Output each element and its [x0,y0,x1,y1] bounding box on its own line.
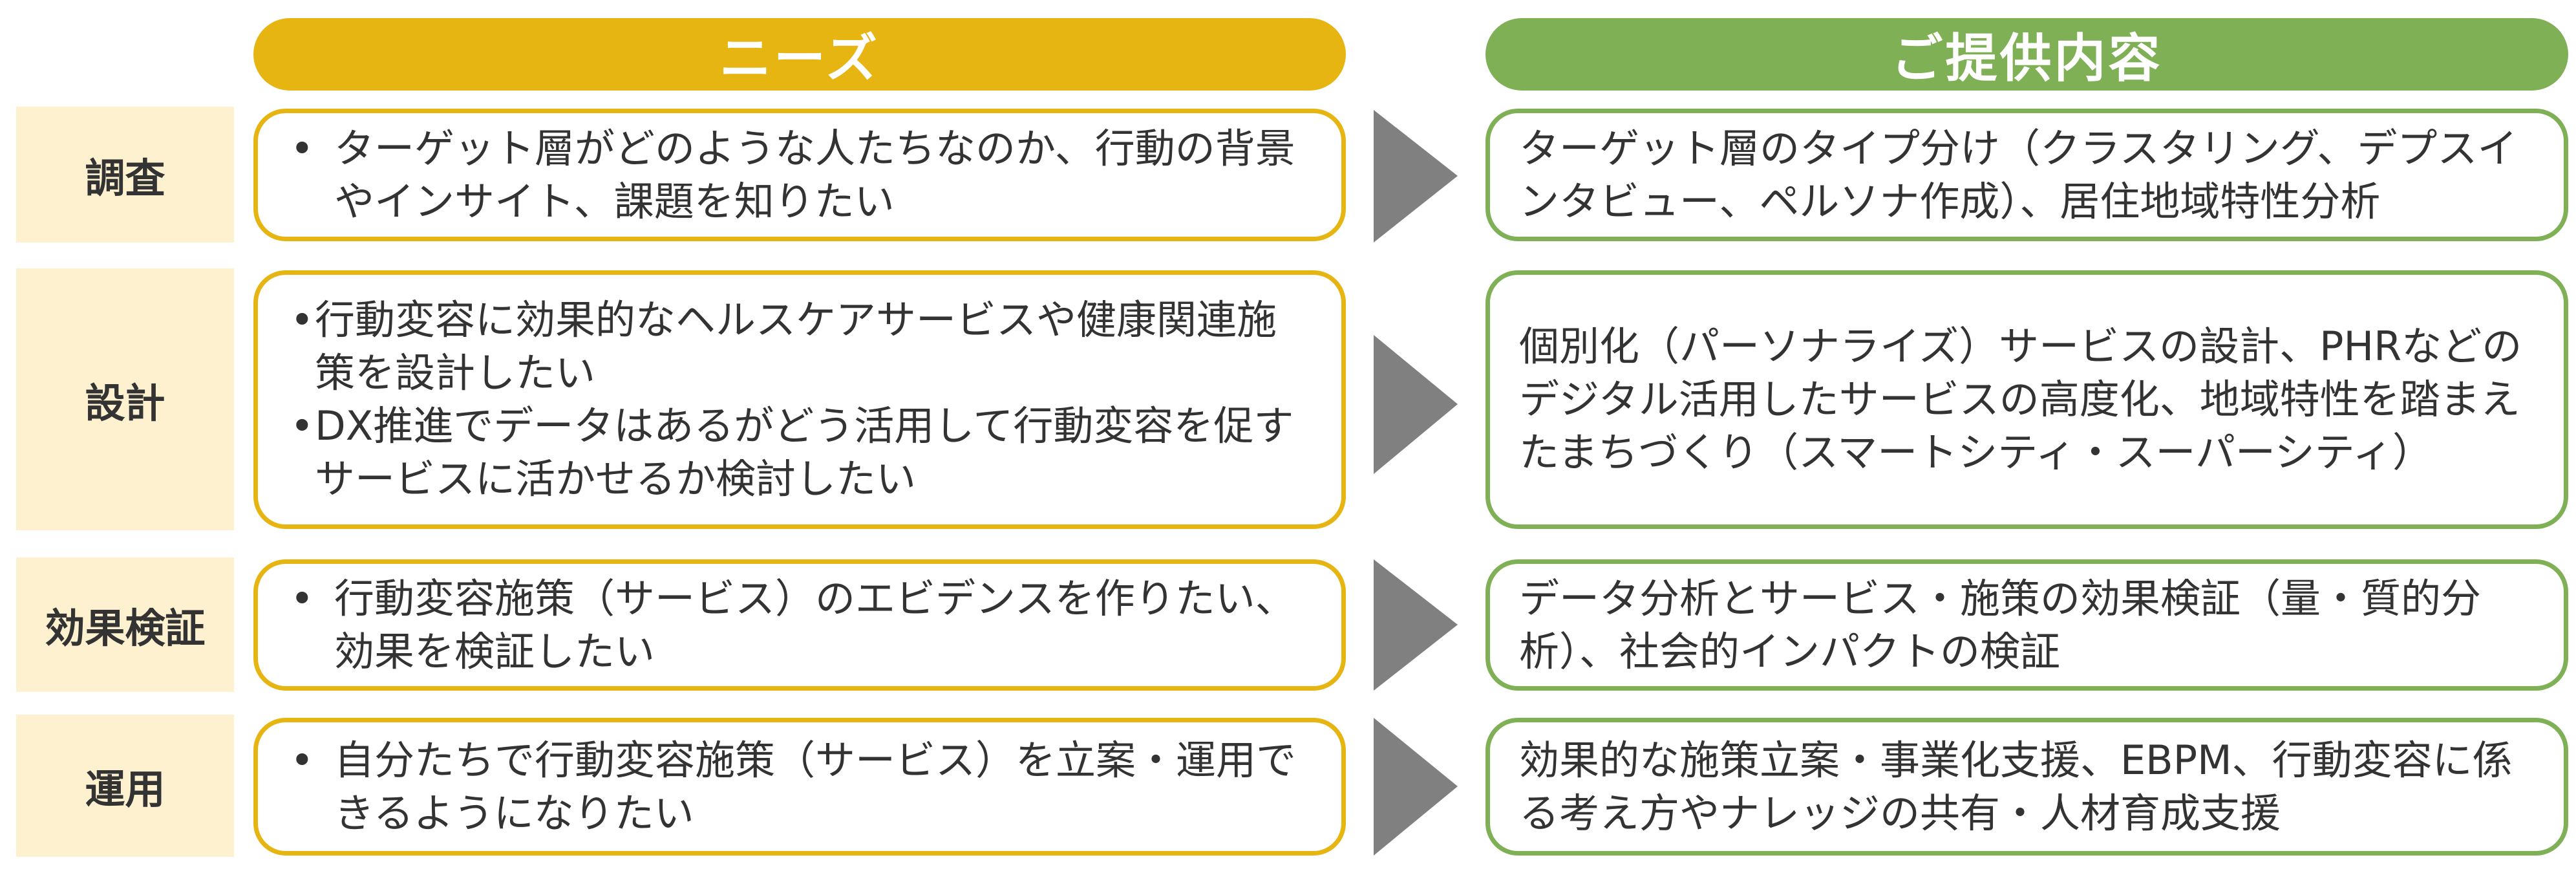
offer-box-operation: 効果的な施策立案・事業化支援、EBPM、行動変容に係る考え方やナレッジの共有・人… [1485,718,2568,856]
offer-text: 効果的な施策立案・事業化支援、EBPM、行動変容に係る考え方やナレッジの共有・人… [1519,736,2513,837]
needs-bullet-item: • DX推進でデータはあるがどう活用して行動変容を促すサービスに活かせるか検討し… [290,400,1315,506]
needs-text: 行動変容施策（サービス）のエビデンスを作りたい、効果を検証したい [334,574,1295,675]
offer-text: データ分析とサービス・施策の効果検証（量・質的分析）、社会的インパクトの検証 [1519,574,2482,675]
needs-column-header: ニーズ [253,18,1346,91]
row-label-verification: 効果検証 [16,557,234,692]
row-label-text: 運用 [85,766,165,813]
arrow-right-icon [1374,718,1458,856]
row-label-research: 調査 [16,107,234,242]
needs-text: DX推進でデータはあるがどう活用して行動変容を促すサービスに活かせるか検討したい [315,402,1294,502]
needs-bullet-item: • 自分たちで行動変容施策（サービス）を立案・運用できるようになりたい [290,734,1315,840]
offer-text: ターゲット層のタイプ分け（クラスタリング、デプスインタビュー、ペルソナ作成）、居… [1519,124,2518,225]
offer-box-research: ターゲット層のタイプ分け（クラスタリング、デプスインタビュー、ペルソナ作成）、居… [1485,109,2568,241]
row-label-text: 調査 [85,155,165,202]
arrow-right-icon [1374,335,1458,474]
offer-header-text: ご提供内容 [1891,28,2163,89]
offer-box-verification: データ分析とサービス・施策の効果検証（量・質的分析）、社会的インパクトの検証 [1485,559,2568,691]
needs-box-verification: • 行動変容施策（サービス）のエビデンスを作りたい、効果を検証したい [253,559,1346,691]
row-label-design: 設計 [16,268,234,530]
bullet-dot: • [290,574,314,622]
needs-box-operation: • 自分たちで行動変容施策（サービス）を立案・運用できるようになりたい [253,718,1346,856]
needs-bullet-item: • 行動変容に効果的なヘルスケアサービスや健康関連施策を設計したい [290,294,1315,400]
bullet-dot: • [290,124,314,172]
needs-bullet-item: • 行動変容施策（サービス）のエビデンスを作りたい、効果を検証したい [290,572,1315,678]
row-label-text: 効果検証 [45,605,206,652]
needs-text: ターゲット層がどのような人たちなのか、行動の背景やインサイト、課題を知りたい [334,124,1295,225]
bullet-dot: • [290,296,314,344]
row-label-text: 設計 [85,379,165,427]
bullet-dot: • [290,402,314,449]
needs-box-research: • ターゲット層がどのような人たちなのか、行動の背景やインサイト、課題を知りたい [253,109,1346,241]
arrow-right-icon [1374,110,1458,242]
needs-header-text: ニーズ [719,28,880,89]
arrow-right-icon [1374,559,1458,691]
offer-text: 個別化（パーソナライズ）サービスの設計、PHRなどのデジタル活用したサービスの高… [1519,323,2522,476]
row-label-operation: 運用 [16,715,234,857]
needs-text: 自分たちで行動変容施策（サービス）を立案・運用できるようになりたい [334,736,1297,837]
offer-box-design: 個別化（パーソナライズ）サービスの設計、PHRなどのデジタル活用したサービスの高… [1485,270,2568,529]
needs-box-design: • 行動変容に効果的なヘルスケアサービスや健康関連施策を設計したい • DX推進… [253,270,1346,529]
bullet-dot: • [290,736,314,784]
offer-column-header: ご提供内容 [1485,18,2568,91]
needs-bullet-item: • ターゲット層がどのような人たちなのか、行動の背景やインサイト、課題を知りたい [290,122,1315,228]
needs-text: 行動変容に効果的なヘルスケアサービスや健康関連施策を設計したい [315,296,1277,397]
